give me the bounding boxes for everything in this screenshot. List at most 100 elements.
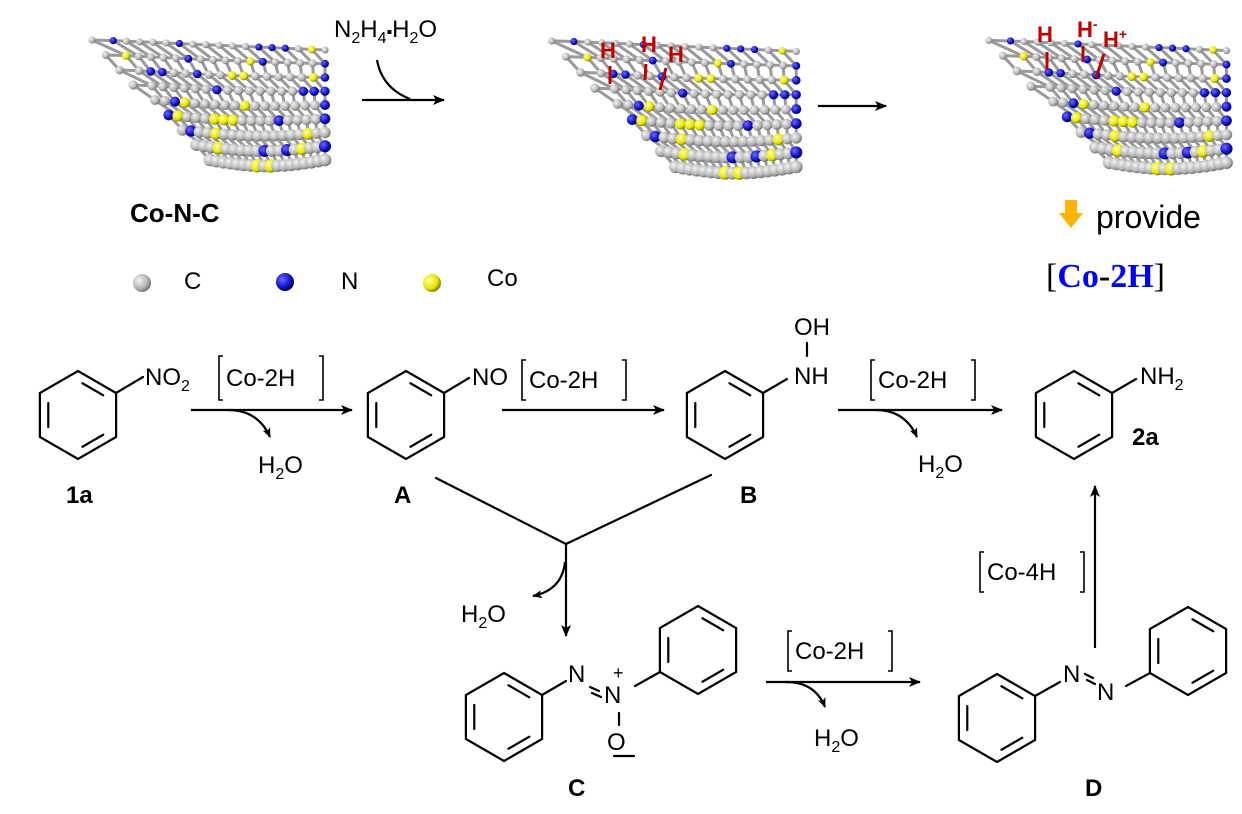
carbon-atom: [1136, 117, 1148, 128]
cobalt-atom: [1139, 72, 1149, 82]
carbon-atom: [718, 74, 728, 84]
carbon-atom: [179, 83, 190, 93]
carbon-atom: [666, 87, 677, 98]
carbon-atom: [1045, 82, 1055, 92]
svg-text:N: N: [1063, 661, 1080, 688]
carbon-atom: [596, 54, 605, 62]
carbon-atom: [732, 120, 744, 132]
svg-text:H2O: H2O: [918, 451, 963, 482]
carbon-atom: [640, 129, 653, 142]
cobalt-atom: [302, 127, 315, 140]
nitrogen-atom: [1222, 60, 1231, 69]
carbon-atom: [1126, 131, 1139, 143]
benzene-ring: [685, 369, 765, 461]
cobalt-atom: [1209, 46, 1217, 54]
nitrogen-atom: [570, 37, 578, 46]
carbon-atom: [789, 160, 803, 174]
carbon-atom: [752, 119, 763, 131]
carbon-atom: [201, 84, 211, 94]
nitrogen-atom: [319, 113, 331, 125]
carbon-atom: [1056, 83, 1066, 93]
nitrogen-atom: [158, 67, 167, 77]
cobalt-atom: [684, 118, 696, 131]
hydrazine-hydrate-label: N2H4▪H2O: [334, 16, 437, 47]
carbon-atom: [215, 41, 223, 49]
nitrogen-atom: [1056, 68, 1065, 78]
nitrogen-atom: [146, 67, 156, 76]
carbon-atom: [88, 36, 96, 44]
carbon-atom: [255, 86, 265, 96]
compound-c-azoxybenzene: N N + O C: [464, 604, 738, 802]
carbon-atom: [686, 104, 697, 115]
svg-text:NH2: NH2: [1140, 363, 1184, 394]
carbon-atom: [1151, 72, 1160, 82]
carbon-atom: [1180, 102, 1191, 113]
svg-text:C: C: [184, 268, 201, 295]
sheet-atoms: [985, 36, 1233, 176]
nitrogen-atom: [1174, 117, 1185, 128]
carbon-atom: [771, 119, 783, 130]
carbon-atom: [737, 135, 750, 148]
carbon-atom: [285, 129, 298, 141]
carbon-atom: [779, 61, 788, 70]
sheet-atoms: [88, 36, 332, 173]
carbon-atom: [1222, 46, 1231, 55]
carbon-atom: [1089, 85, 1099, 95]
carbon-atom: [1170, 102, 1181, 113]
nitrogen-atom: [1061, 111, 1073, 123]
carbon-atom: [1155, 117, 1167, 129]
carbon-atom: [598, 39, 606, 47]
carbon-atom: [218, 128, 231, 141]
carbon-atom: [1100, 85, 1110, 96]
carbon-atom: [709, 44, 717, 52]
cobalt-atom: [1078, 98, 1089, 110]
carbon-atom: [216, 70, 225, 80]
nitrogen-atom: [791, 104, 802, 115]
co-n-c-sheet-h-split: [985, 36, 1233, 176]
carbon-atom: [1070, 54, 1079, 63]
carbon-atom: [1101, 41, 1109, 49]
carbon-atom: [728, 135, 741, 148]
cobalt-atom: [210, 127, 223, 140]
cobalt-atom: [772, 133, 785, 146]
legend-item-carbon: C: [133, 268, 201, 295]
carbon-atom: [200, 98, 210, 109]
carbon-atom: [1088, 99, 1099, 110]
carbon-atom: [700, 89, 711, 99]
carbon-atom: [181, 111, 193, 123]
carbon-atom: [780, 104, 791, 115]
svg-text:Co-4H: Co-4H: [987, 559, 1056, 586]
carbon-atom: [1211, 115, 1223, 127]
carbon-atom: [285, 72, 295, 82]
carbon-atom: [761, 119, 773, 131]
carbon-atom: [655, 117, 667, 128]
svg-text:N: N: [1097, 679, 1114, 706]
compound-a-nitrosobenzene: NO A: [366, 364, 508, 509]
cobalt-atom: [1109, 129, 1122, 142]
carbon-atom: [702, 135, 714, 147]
carbon-atom: [1087, 40, 1096, 49]
carbon-atom: [1155, 87, 1165, 98]
nitrogen-atom: [1044, 68, 1054, 77]
nitrogen-atom: [268, 44, 276, 52]
carbon-atom: [308, 59, 317, 68]
carbon-atom: [611, 39, 620, 47]
catalyst-label: Co-N-C: [130, 198, 220, 228]
svg-text:NO2: NO2: [145, 364, 190, 395]
carbon-atom: [221, 56, 230, 65]
carbon-atom: [1220, 156, 1233, 170]
cobalt-atom: [1070, 112, 1083, 124]
svg-text:+: +: [613, 663, 624, 683]
carbon-atom: [171, 54, 180, 63]
carbon-atom: [717, 105, 728, 116]
carbon-atom: [158, 81, 168, 92]
carbon-atom: [1184, 59, 1193, 68]
carbon-atom: [301, 114, 312, 126]
cobalt-atom: [674, 118, 687, 130]
carbon-atom: [243, 129, 256, 142]
nitrogen-atom: [1155, 43, 1163, 52]
svg-text:2a: 2a: [1132, 424, 1159, 451]
carbon-atom: [181, 69, 190, 78]
reagent-bracket: [870, 359, 976, 401]
nitrogen-atom: [790, 118, 802, 129]
